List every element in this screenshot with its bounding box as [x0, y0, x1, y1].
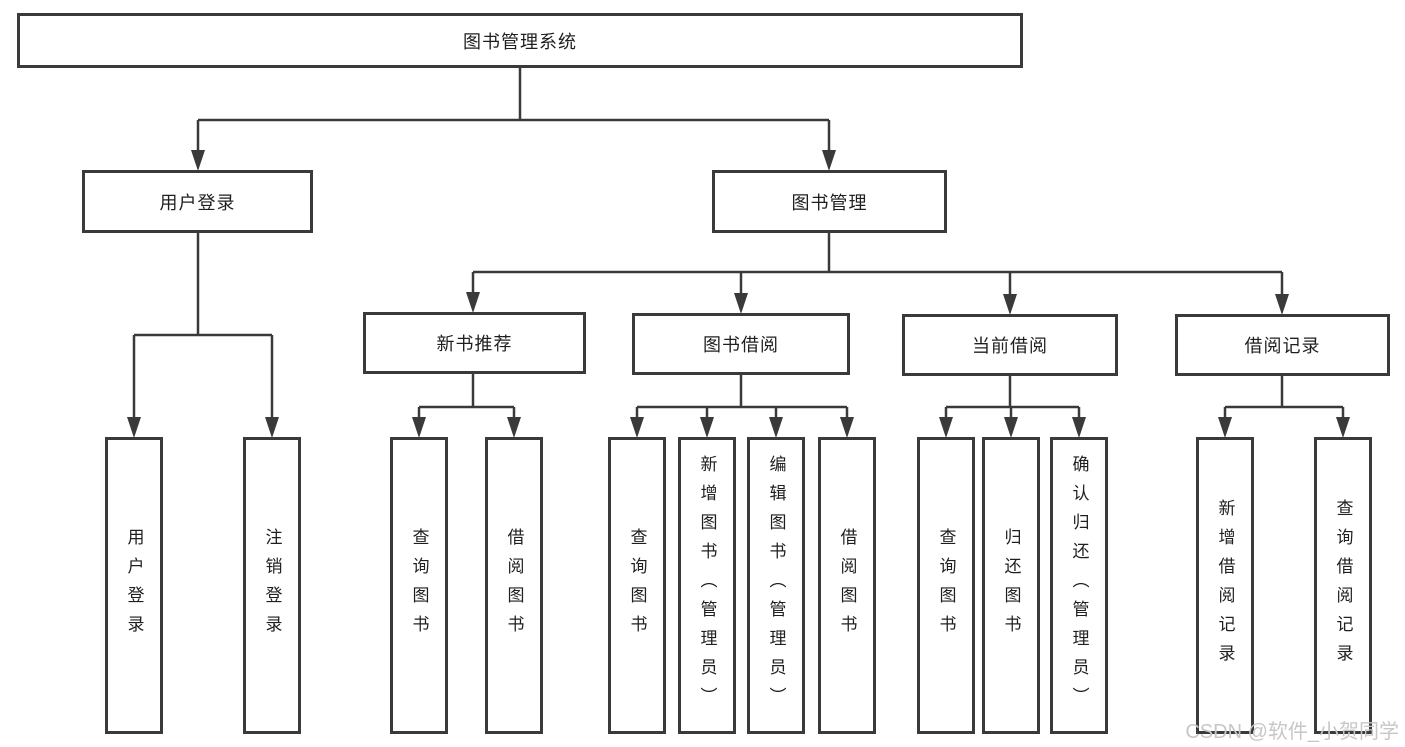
node-current-borrow: 当前借阅: [902, 314, 1118, 376]
leaf-newbook-query-books: 查询图书: [390, 437, 448, 734]
leaf-newbook-borrow-books-label: 借阅图书: [504, 527, 524, 644]
node-user-login: 用户登录: [82, 170, 313, 233]
leaf-borrow-borrow-books-label: 借阅图书: [837, 527, 857, 644]
leaf-logout: 注销登录: [243, 437, 301, 734]
leaf-borrow-edit-books-admin: 编辑图书（管理员）: [747, 437, 805, 734]
watermark: CSDN @软件_小贺同学: [1185, 721, 1399, 743]
leaf-current-confirm-return-admin: 确认归还（管理员）: [1050, 437, 1108, 734]
leaf-user-login-label: 用户登录: [124, 527, 144, 644]
node-root: 图书管理系统: [17, 13, 1023, 68]
leaf-borrow-add-books-admin-label: 新增图书（管理员）: [697, 455, 717, 716]
leaf-newbook-borrow-books: 借阅图书: [485, 437, 543, 734]
leaf-current-query-books-label: 查询图书: [936, 527, 956, 644]
leaf-records-query-record: 查询借阅记录: [1314, 437, 1372, 734]
leaf-newbook-query-books-label: 查询图书: [409, 527, 429, 644]
leaf-current-confirm-return-admin-label: 确认归还（管理员）: [1069, 455, 1089, 716]
node-book-mgmt: 图书管理: [712, 170, 947, 233]
leaf-records-add-record-label: 新增借阅记录: [1215, 498, 1235, 673]
node-new-book-recommend: 新书推荐: [363, 312, 586, 374]
leaf-current-return-books-label: 归还图书: [1001, 527, 1021, 644]
leaf-current-return-books: 归还图书: [982, 437, 1040, 734]
leaf-borrow-query-books-label: 查询图书: [627, 527, 647, 644]
leaf-borrow-add-books-admin: 新增图书（管理员）: [678, 437, 736, 734]
leaf-records-query-record-label: 查询借阅记录: [1333, 498, 1353, 673]
node-borrow-records: 借阅记录: [1175, 314, 1390, 376]
leaf-borrow-borrow-books: 借阅图书: [818, 437, 876, 734]
leaf-logout-label: 注销登录: [262, 527, 282, 644]
leaf-current-query-books: 查询图书: [917, 437, 975, 734]
leaf-user-login: 用户登录: [105, 437, 163, 734]
leaf-borrow-edit-books-admin-label: 编辑图书（管理员）: [766, 455, 786, 716]
leaf-records-add-record: 新增借阅记录: [1196, 437, 1254, 734]
node-book-borrow: 图书借阅: [632, 313, 850, 375]
leaf-borrow-query-books: 查询图书: [608, 437, 666, 734]
